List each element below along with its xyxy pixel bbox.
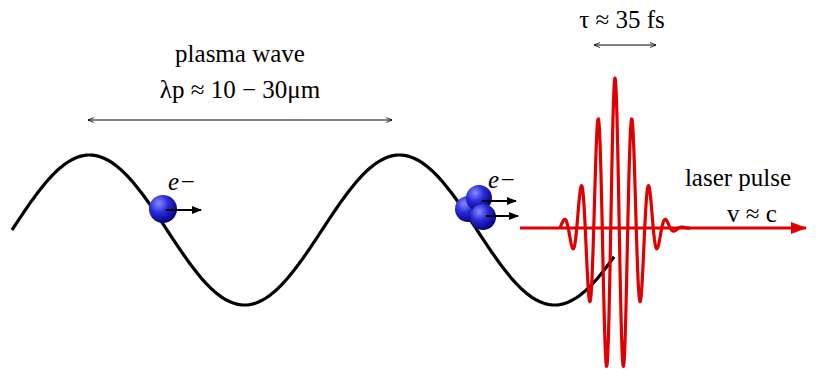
pulse-duration: τ ≈ 35 fs [579, 6, 665, 34]
pulse-label: laser pulse [685, 164, 791, 192]
wavelength-dimension [88, 120, 392, 121]
electron-label: e− [488, 166, 516, 194]
duration-dimension [594, 45, 656, 46]
velocity-label: v ≈ c [727, 200, 777, 228]
wave-title: plasma wave [175, 40, 305, 68]
laser-pulse [560, 78, 690, 366]
electron-label: e− [168, 168, 196, 196]
electron-velocity [166, 209, 201, 211]
electron-velocity [482, 200, 516, 202]
plasma-wave [12, 155, 614, 305]
wavelength-value: λp ≈ 10 − 30μm [160, 76, 320, 104]
electron-velocity [486, 215, 518, 217]
